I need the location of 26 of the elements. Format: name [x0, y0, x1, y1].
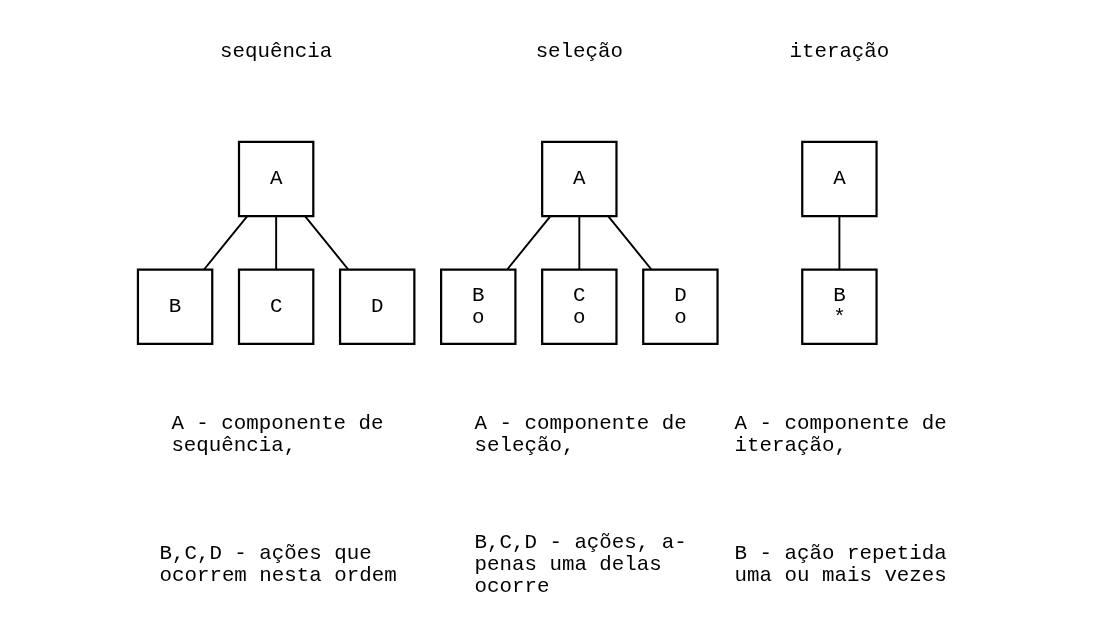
connector — [607, 215, 652, 271]
connector — [837, 215, 840, 271]
label: A - componente de seleção, — [474, 411, 687, 458]
label: B,C,D - ações que ocorrem nesta ordem — [158, 541, 397, 588]
node-box: A — [540, 140, 618, 218]
node-box: C o — [540, 268, 618, 346]
node-box: B o — [439, 268, 517, 346]
label: iteração — [788, 39, 889, 63]
label: A - componente de sequência, — [170, 411, 384, 458]
node-box: D o — [641, 268, 719, 346]
node-box: B — [136, 268, 213, 346]
node-box: A — [237, 140, 314, 218]
connector — [505, 215, 551, 271]
connector — [303, 215, 349, 271]
node-box: C — [237, 268, 314, 346]
label: seleção — [535, 39, 623, 63]
label: A - componente de iteração, — [734, 411, 947, 458]
node-box: B * — [800, 268, 878, 346]
label: sequência — [219, 39, 332, 63]
connector — [577, 215, 580, 271]
connector — [274, 215, 277, 271]
connector — [202, 215, 248, 271]
node-box: D — [338, 268, 415, 346]
label: B - ação repetida uma ou mais vezes — [734, 541, 947, 588]
node-box: A — [800, 140, 878, 218]
label: B,C,D - ações, a- penas uma delas ocorre — [474, 530, 687, 599]
